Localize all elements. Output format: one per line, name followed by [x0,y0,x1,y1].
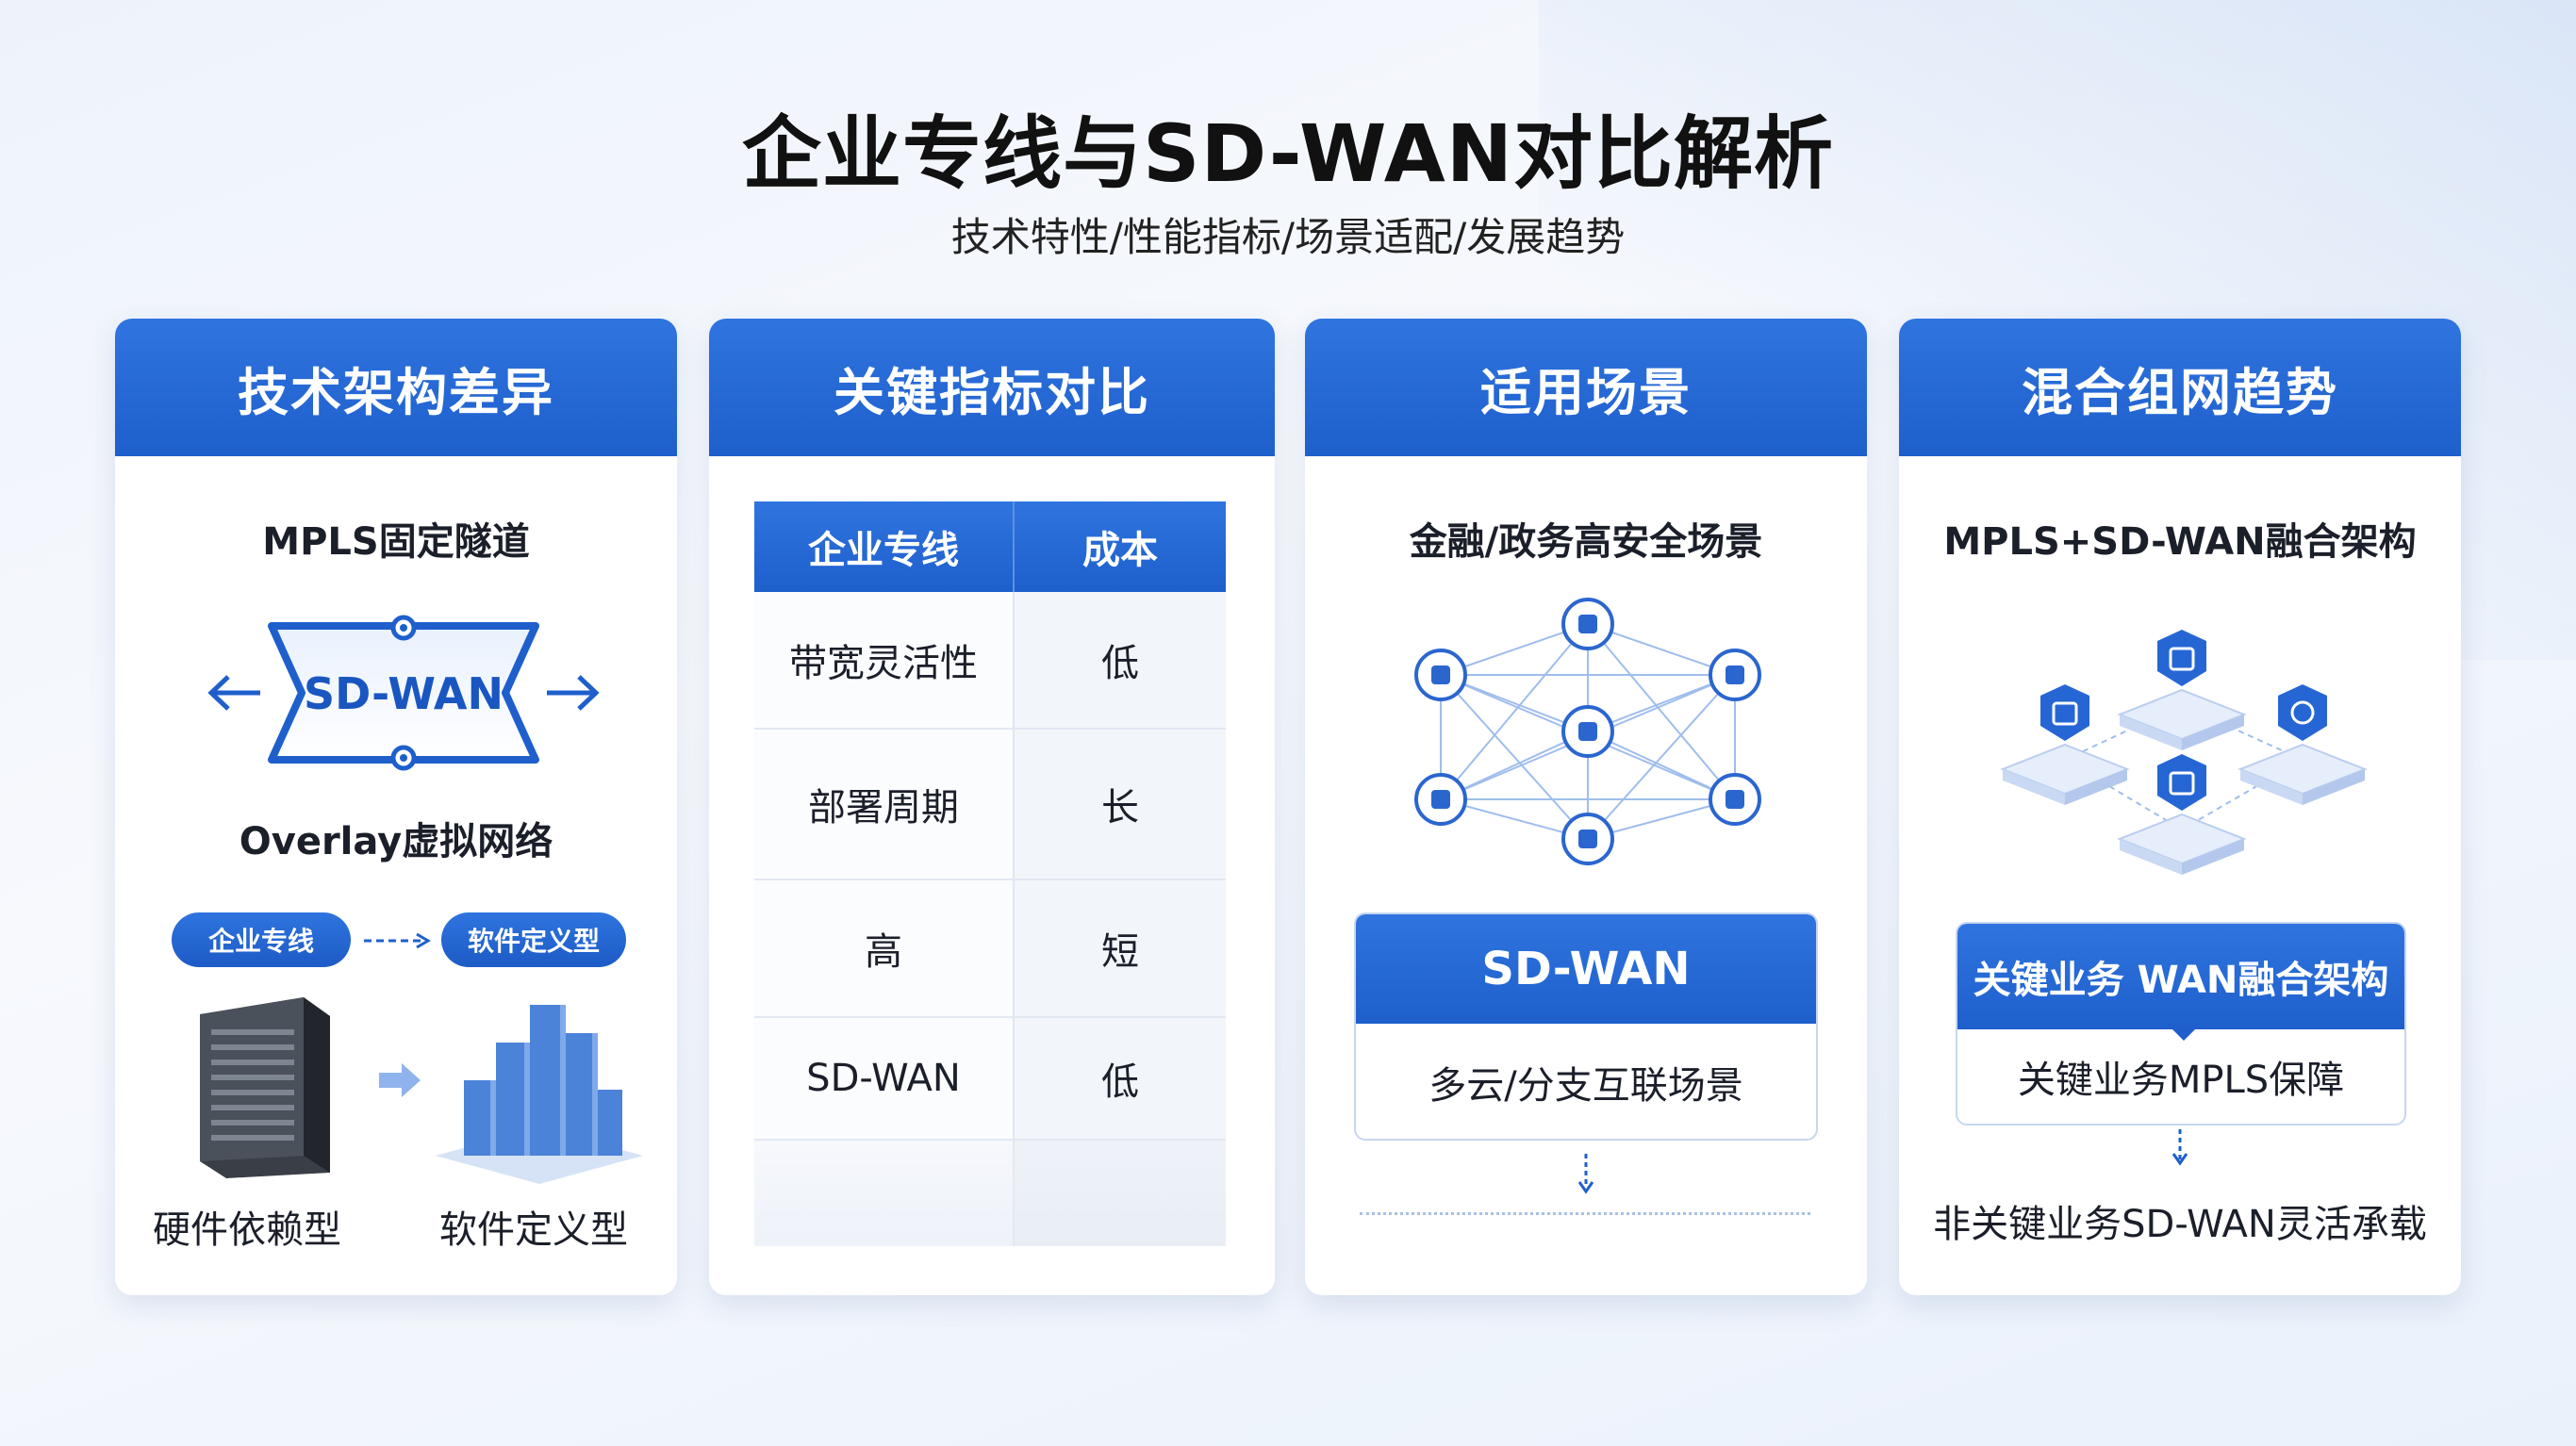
table-cell: 部署周期 [754,730,1015,879]
server-rack-icon [200,997,330,1178]
box-text: 关键业务MPLS保障 [2017,1059,2345,1102]
table-row-empty [754,1141,1226,1246]
table-header: 企业专线 成本 [754,501,1226,592]
card-header: 关键指标对比 [709,319,1275,456]
sd-wan-tunnel-graphic: SD-WAN [207,615,600,771]
arrow-right-icon [379,1063,421,1097]
table-cell: SD-WAN [754,1018,1015,1139]
sd-wan-badge: SD-WAN [304,668,504,719]
box-pointer [2169,1026,2199,1041]
table-row: 部署周期 长 [754,730,1226,880]
table-cell: 低 [1015,592,1226,728]
pill-software-defined: 软件定义型 [441,912,626,967]
divider [1360,1212,1810,1215]
network-mesh-icon [1414,598,1761,865]
sd-wan-scenario-box: SD-WAN 多云/分支互联场景 [1354,912,1818,1141]
label-software: 软件定义型 [439,1208,628,1252]
card-header: 适用场景 [1305,319,1867,456]
table-cell-empty [754,1141,1015,1246]
page-title: 企业专线与SD-WAN对比解析 [741,107,1835,200]
city-buildings-icon [436,1005,643,1184]
hybrid-architecture-box: 关键业务 WAN融合架构 关键业务MPLS保障 [1956,922,2406,1126]
table-row: SD-WAN 低 [754,1018,1226,1141]
platform-bottom [2117,754,2247,875]
platform-right [2237,684,2368,805]
table-row: 高 短 [754,880,1226,1018]
column-header: 成本 [1015,501,1226,592]
platform-top [2117,630,2247,750]
card-heading: MPLS+SD-WAN融合架构 [1943,520,2417,564]
card-hybrid-trend: 混合组网趋势 MPLS+SD-WAN融合架构 [1899,319,2461,1295]
table-cell: 长 [1015,730,1226,879]
card-architecture: 技术架构差异 MPLS固定隧道 SD-WAN Overlay虚拟网络 企业专线 … [115,319,677,1295]
node-platform-icon [2000,630,2368,875]
dashed-arrow-icon [364,932,431,949]
overlay-caption: Overlay虚拟网络 [239,820,553,863]
card-heading: 金融/政务高安全场景 [1409,520,1763,564]
table-cell-empty [1015,1141,1226,1246]
table-cell: 高 [754,880,1015,1016]
table-row: 带宽灵活性 低 [754,592,1226,730]
table-cell: 带宽灵活性 [754,592,1015,728]
card-metrics: 关键指标对比 企业专线 成本 带宽灵活性 低 部署周期 长 高 短 SD-WAN… [709,319,1275,1295]
label-hardware: 硬件依赖型 [153,1208,341,1252]
box-text: 多云/分支互联场景 [1428,1064,1743,1108]
card-header: 混合组网趋势 [1899,319,2461,456]
column-header: 企业专线 [754,501,1015,592]
card-heading: MPLS固定隧道 [262,520,530,564]
comparison-table: 企业专线 成本 带宽灵活性 低 部署周期 长 高 短 SD-WAN 低 [754,501,1226,1246]
arrow-left-icon [207,675,260,711]
footer-text: 非关键业务SD-WAN灵活承载 [1933,1203,2427,1246]
box-title: 关键业务 WAN融合架构 [1957,924,2404,1029]
arrow-down-icon [2171,1129,2188,1166]
page-subtitle: 技术特性/性能指标/场景适配/发展趋势 [950,214,1626,260]
platform-left [2000,684,2130,805]
arrow-down-icon [1577,1154,1594,1194]
arrow-right-icon [547,675,600,711]
card-header: 技术架构差异 [115,319,677,456]
card-scenarios: 适用场景 金融/政务高安全场景 SD-WAN 多云/分支互联 [1305,319,1867,1295]
table-cell: 低 [1015,1018,1226,1139]
table-cell: 短 [1015,880,1226,1016]
pill-enterprise-line: 企业专线 [172,912,351,967]
box-title: SD-WAN [1356,914,1816,1024]
